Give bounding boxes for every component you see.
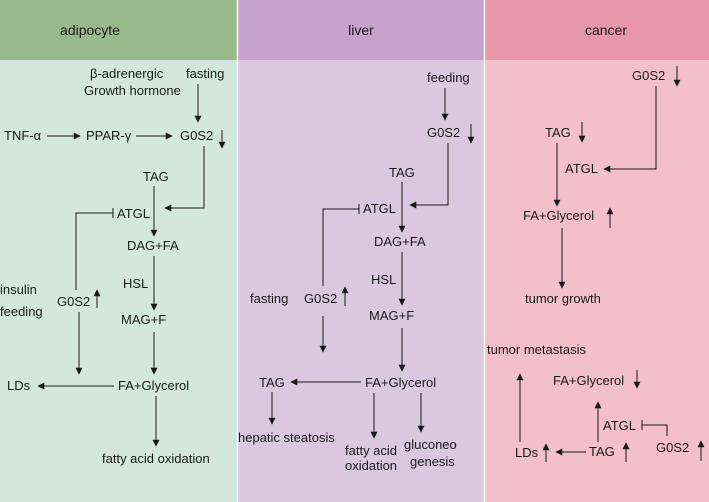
adipocyte-atgl-label: ATGL bbox=[117, 206, 150, 221]
cancer-fa-glycerol-label: FA+Glycerol bbox=[523, 208, 594, 223]
liver-fa-glycerol-label: FA+Glycerol bbox=[365, 375, 436, 390]
cancer-fa-glycerol-2-label: FA+Glycerol bbox=[553, 373, 624, 388]
cancer-atgl-label: ATGL bbox=[565, 161, 598, 176]
liver-tag-label: TAG bbox=[389, 165, 415, 180]
adipocyte-g0s2-label: G0S2 bbox=[180, 128, 213, 143]
inhibition-g0s2-atgl bbox=[642, 424, 668, 436]
adipocyte-header: adipocyte bbox=[60, 22, 120, 38]
liver-g0s2-side-label: G0S2 bbox=[304, 291, 337, 306]
cancer-g0s2-bottom-label: G0S2 bbox=[656, 440, 689, 455]
liver-header: liver bbox=[348, 22, 374, 38]
liver-genesis-label: genesis bbox=[410, 454, 455, 469]
cancer-tag-label: TAG bbox=[545, 125, 571, 140]
liver-g0s2-label: G0S2 bbox=[427, 125, 460, 140]
adipocyte-panel-header bbox=[0, 0, 237, 60]
liver-oxidation-label: oxidation bbox=[345, 458, 397, 473]
adipocyte-fa-glycerol-label: FA+Glycerol bbox=[118, 378, 189, 393]
adipocyte-feeding-label: feeding bbox=[0, 304, 43, 319]
cancer-lds-label: LDs bbox=[515, 445, 539, 460]
cancer-atgl-2-label: ATGL bbox=[603, 418, 636, 433]
adipocyte-g0s2-side-label: G0S2 bbox=[57, 294, 90, 309]
cancer-header: cancer bbox=[585, 22, 627, 38]
arrow-g0s2-to-atgl bbox=[409, 143, 449, 209]
adipocyte-dag-fa-label: DAG+FA bbox=[127, 238, 179, 253]
cancer-arrows bbox=[516, 66, 705, 462]
adipocyte-tag-label: TAG bbox=[143, 169, 169, 184]
liver-fatty-acid-label: fatty acid bbox=[345, 443, 397, 458]
adipocyte-arrows bbox=[37, 84, 226, 447]
liver-dag-fa-label: DAG+FA bbox=[374, 234, 426, 249]
adipocyte-hsl-label: HSL bbox=[123, 276, 148, 291]
arrow-g0s2-to-atgl bbox=[164, 146, 205, 212]
adipocyte-growth-hormone-label: Growth hormone bbox=[84, 83, 181, 98]
adipocyte-ppar-label: PPAR-γ bbox=[86, 128, 132, 143]
liver-hsl-label: HSL bbox=[371, 272, 396, 287]
adipocyte-lds-label: LDs bbox=[7, 378, 31, 393]
arrow-g0s2-to-atgl bbox=[603, 86, 657, 173]
liver-panel-header bbox=[238, 0, 484, 60]
cancer-panel-header bbox=[485, 0, 709, 60]
liver-arrows bbox=[268, 88, 475, 439]
cancer-tumor-metastasis-label: tumor metastasis bbox=[487, 342, 586, 357]
cancer-tumor-growth-label: tumor growth bbox=[525, 291, 601, 306]
adipocyte-mag-f-label: MAG+F bbox=[121, 312, 166, 327]
liver-fasting-label: fasting bbox=[250, 291, 288, 306]
adipocyte-insulin-label: insulin bbox=[0, 282, 37, 297]
liver-feeding-label: feeding bbox=[427, 70, 470, 85]
inhibition-g0s2-atgl bbox=[75, 212, 113, 290]
liver-tag-low-label: TAG bbox=[259, 375, 285, 390]
adipocyte-panel-body bbox=[0, 60, 237, 502]
liver-mag-f-label: MAG+F bbox=[369, 308, 414, 323]
adipocyte-fatty-acid-oxidation-label: fatty acid oxidation bbox=[102, 451, 210, 466]
inhibition-g0s2-atgl bbox=[322, 208, 359, 286]
adipocyte-tnf-label: TNF-α bbox=[4, 128, 42, 143]
liver-atgl-label: ATGL bbox=[363, 201, 396, 216]
liver-gluconeo-label: gluconeo bbox=[404, 437, 457, 452]
adipocyte-b-adrenergic-label: β-adrenergic bbox=[90, 66, 164, 81]
cancer-panel-body bbox=[485, 60, 709, 502]
liver-panel-body bbox=[238, 60, 484, 502]
cancer-tag-2-label: TAG bbox=[589, 444, 615, 459]
adipocyte-fasting-label: fasting bbox=[186, 66, 224, 81]
liver-hepatic-steatosis-label: hepatic steatosis bbox=[238, 430, 335, 445]
cancer-g0s2-label: G0S2 bbox=[632, 68, 665, 83]
